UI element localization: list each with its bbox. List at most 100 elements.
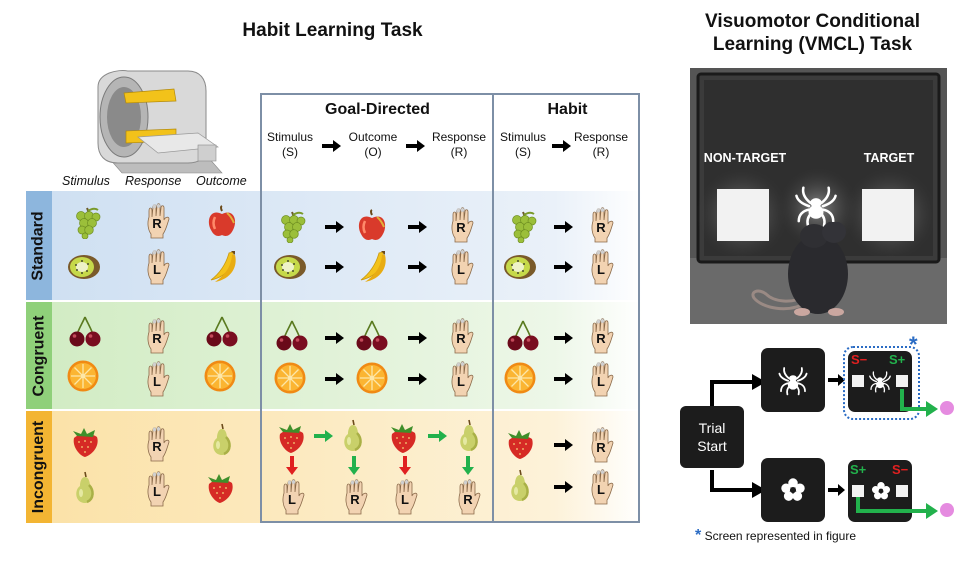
orange-icon — [66, 359, 100, 393]
arrow-icon — [554, 332, 573, 344]
hand-icon: L — [586, 469, 616, 505]
seq-response-gd: Response(R) — [431, 130, 487, 159]
asterisk-icon: * — [909, 332, 918, 357]
pear-icon — [503, 469, 537, 503]
flow-connectors — [710, 374, 766, 498]
row-label-incongruent: Incongruent — [26, 411, 52, 523]
arrow-icon — [554, 261, 573, 273]
cherries-icon — [506, 318, 540, 352]
row-label-congruent: Congruent — [26, 302, 52, 409]
arrow-icon — [408, 261, 427, 273]
seq-arrow-2 — [406, 140, 425, 152]
s-plus-label: S+ — [850, 462, 867, 477]
green-arrow-icon — [428, 430, 447, 442]
habit-heading: Habit — [547, 101, 588, 118]
apple-icon — [205, 205, 239, 239]
hand-icon: R — [142, 203, 172, 239]
kiwi-icon — [503, 249, 537, 283]
hand-icon: L — [277, 479, 307, 515]
cherries-icon — [205, 314, 239, 348]
pear-icon — [452, 419, 486, 453]
green-arrow-icon — [348, 456, 360, 475]
green-reward-arrows — [856, 389, 938, 519]
column-header-stimulus: Stimulus — [62, 174, 110, 188]
s-plus-label: S+ — [889, 352, 906, 367]
pear-icon — [336, 419, 370, 453]
arrow-icon — [554, 221, 573, 233]
vmcl-title: Visuomotor Conditional Learning (VMCL) T… — [705, 11, 920, 55]
seq-stimulus-gd: Stimulus(S) — [266, 130, 313, 159]
reward-pellet-icon — [940, 401, 954, 415]
arrow-icon — [325, 221, 344, 233]
banana-icon — [355, 249, 389, 283]
arrow-icon — [554, 439, 573, 451]
green-arrow-icon — [462, 456, 474, 475]
trial-start-box: Trial Start — [680, 406, 744, 468]
red-arrow-icon — [286, 456, 298, 475]
strawberry-icon — [503, 427, 537, 461]
arrow-icon — [325, 373, 344, 385]
arrow-icon — [408, 221, 427, 233]
s-minus-label: S− — [892, 462, 909, 477]
footnote: * Screen represented in figure — [695, 527, 857, 544]
red-arrow-icon — [399, 456, 411, 475]
strawberry-icon — [203, 471, 237, 505]
hand-icon: R — [586, 427, 616, 463]
orange-icon — [355, 361, 389, 395]
rat-icon — [751, 222, 848, 316]
right-choice-square — [896, 485, 908, 497]
hand-icon: R — [586, 207, 616, 243]
hand-icon: R — [446, 318, 476, 354]
seq-arrow-3 — [552, 140, 571, 152]
non-target-label: NON-TARGET — [703, 151, 787, 165]
arrow-icon — [408, 332, 427, 344]
target-label: TARGET — [863, 151, 915, 165]
hand-icon: L — [446, 249, 476, 285]
green-arrow-icon — [314, 430, 333, 442]
hand-icon: R — [142, 426, 172, 462]
non-target-square — [717, 189, 769, 241]
cherries-icon — [68, 314, 102, 348]
asterisk-icon: * — [695, 527, 702, 544]
arrow-icon — [325, 332, 344, 344]
cherries-icon — [275, 318, 309, 352]
hand-icon: L — [586, 249, 616, 285]
hand-icon: R — [340, 479, 370, 515]
hand-icon: L — [390, 479, 420, 515]
hand-icon: R — [586, 318, 616, 354]
hand-icon: R — [446, 207, 476, 243]
kiwi-icon — [273, 249, 307, 283]
grapes-icon — [70, 205, 104, 239]
strawberry-icon — [274, 421, 308, 455]
column-header-outcome: Outcome — [196, 174, 247, 188]
seq-arrow-1 — [322, 140, 341, 152]
hand-icon: L — [446, 361, 476, 397]
arrow-icon — [325, 261, 344, 273]
left-choice-square — [852, 485, 864, 497]
row-label-standard: Standard — [26, 191, 52, 300]
arrow-icon — [828, 374, 845, 386]
cherries-icon — [355, 318, 389, 352]
habit-frame — [492, 93, 640, 523]
apple-icon — [355, 209, 389, 243]
banana-icon — [205, 249, 239, 283]
mri-scanner-icon — [97, 70, 223, 174]
represented-screen-highlight — [843, 346, 920, 420]
right-choice-square — [896, 375, 908, 387]
strawberry-icon — [68, 425, 102, 459]
s-minus-label: S− — [851, 352, 868, 367]
seq-stimulus-habit: Stimulus(S) — [499, 130, 546, 159]
left-choice-square — [852, 375, 864, 387]
hand-icon: L — [586, 361, 616, 397]
reward-pellet-icon — [940, 503, 954, 517]
arrow-icon — [554, 481, 573, 493]
pear-icon — [205, 423, 239, 457]
seq-outcome-gd: Outcome(O) — [348, 130, 398, 159]
pear-icon — [68, 471, 102, 505]
habit-task-title: Habit Learning Task — [242, 20, 423, 41]
hand-icon: L — [142, 471, 172, 507]
hand-icon: R — [142, 318, 172, 354]
grapes-icon — [506, 209, 540, 243]
arrow-icon — [408, 373, 427, 385]
arrow-icon — [828, 484, 845, 496]
